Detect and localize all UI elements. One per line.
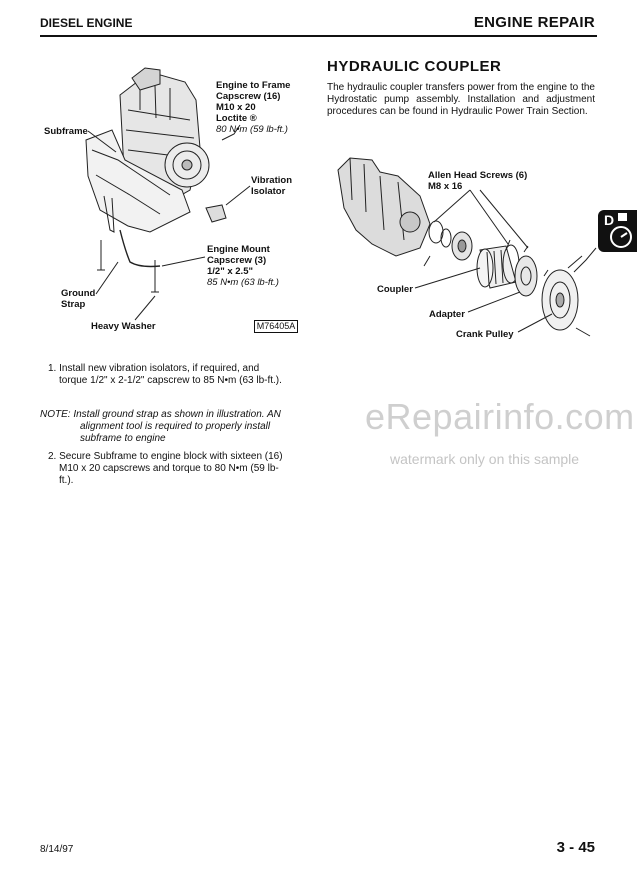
callout-subframe: Subframe [44, 126, 88, 137]
watermark-text: eRepairinfo.com [365, 396, 635, 437]
section-title-hydraulic-coupler: HYDRAULIC COUPLER [327, 58, 502, 75]
step-1: 1. Install new vibration isolators, if r… [48, 363, 282, 386]
header-section-title: DIESEL ENGINE [40, 16, 133, 30]
callout-vibration-isolator: Vibration Isolator [251, 175, 292, 197]
section-thumb-tab: D [598, 210, 637, 252]
callout-allen-head-screws: Allen Head Screws (6) M8 x 16 [428, 170, 528, 192]
callout-ground-strap: Ground Strap [61, 288, 96, 310]
callout-adapter: Adapter [429, 309, 465, 320]
callout-heavy-washer: Heavy Washer [91, 321, 156, 332]
step-2: 2. Secure Subframe to engine block with … [48, 451, 283, 486]
footer-date: 8/14/97 [40, 844, 74, 855]
coupler-description: The hydraulic coupler transfers power fr… [327, 82, 595, 117]
callout-engine-to-frame: Engine to Frame Capscrew (16) M10 x 20 L… [216, 80, 291, 135]
figure-id: M76405A [254, 320, 298, 333]
watermark-subtext: watermark only on this sample [390, 451, 580, 467]
stopwatch-icon [610, 213, 632, 248]
section-tab-letter: D [604, 212, 615, 228]
callout-crank-pulley: Crank Pulley [456, 329, 514, 340]
header-chapter-title: ENGINE REPAIR [473, 14, 595, 31]
callout-coupler: Coupler [377, 284, 413, 295]
footer-page-number: 3 - 45 [556, 839, 595, 856]
header-rule [40, 35, 597, 37]
note-ground-strap: NOTE: Install ground strap as shown in i… [40, 409, 281, 444]
callout-engine-mount-capscrew: Engine Mount Capscrew (3) 1/2" x 2.5" 85… [207, 244, 279, 288]
